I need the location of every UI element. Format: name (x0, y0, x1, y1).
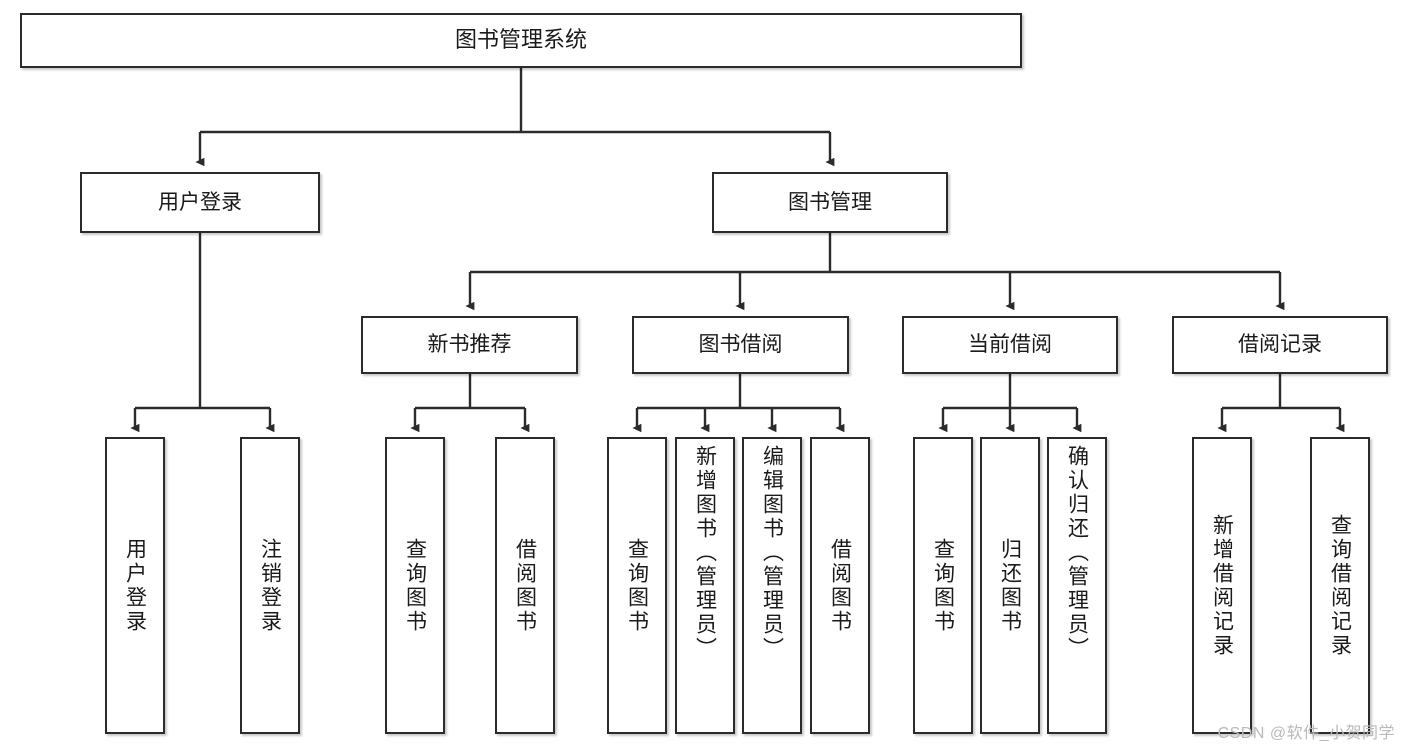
watermark: CSDN @软件_小贺同学 (1217, 725, 1395, 742)
node-label: 注销登录 (258, 537, 282, 634)
node-label: 当前借阅 (968, 333, 1052, 357)
node-label: 查询图书 (931, 537, 955, 634)
node-label: 查询借阅记录 (1328, 513, 1352, 658)
node-root-book-management-system[interactable]: 图书管理系统 (20, 13, 1022, 68)
node-current-borrow[interactable]: 当前借阅 (902, 316, 1118, 374)
node-leaf-borrow-book-recommend[interactable]: 借阅图书 (495, 437, 555, 734)
node-label: 新书推荐 (427, 333, 512, 357)
node-leaf-confirm-return-admin[interactable]: 确认归还（管理员） (1047, 437, 1107, 734)
node-leaf-query-book-current[interactable]: 查询图书 (913, 437, 973, 734)
node-leaf-return-book[interactable]: 归还图书 (980, 437, 1040, 734)
node-book-borrow[interactable]: 图书借阅 (632, 316, 849, 374)
node-leaf-user-login[interactable]: 用户登录 (105, 437, 165, 734)
node-label: 查询图书 (403, 537, 427, 634)
node-leaf-add-borrow-record[interactable]: 新增借阅记录 (1192, 437, 1252, 734)
node-leaf-add-book-admin[interactable]: 新增图书（管理员） (675, 437, 735, 734)
node-label: 查询图书 (625, 537, 649, 634)
node-leaf-query-book-borrow[interactable]: 查询图书 (607, 437, 667, 734)
node-label: 用户登录 (158, 190, 242, 214)
node-label: 新增借阅记录 (1210, 513, 1234, 658)
node-label: 借阅图书 (513, 537, 537, 634)
node-label: 编辑图书（管理员） (760, 445, 784, 661)
node-book-management[interactable]: 图书管理 (712, 172, 948, 233)
node-label: 用户登录 (123, 537, 147, 634)
node-user-login[interactable]: 用户登录 (80, 172, 320, 233)
node-label: 图书借阅 (698, 333, 783, 357)
node-label: 确认归还（管理员） (1065, 445, 1089, 661)
node-leaf-query-borrow-record[interactable]: 查询借阅记录 (1310, 437, 1370, 734)
node-leaf-borrow-book[interactable]: 借阅图书 (810, 437, 870, 734)
node-label: 借阅记录 (1238, 333, 1322, 357)
node-borrow-record[interactable]: 借阅记录 (1172, 316, 1388, 374)
node-label: 新增图书（管理员） (693, 445, 717, 661)
node-label: 图书管理 (788, 190, 872, 214)
node-label: 归还图书 (998, 537, 1022, 634)
node-new-book-recommend[interactable]: 新书推荐 (361, 316, 578, 374)
node-label: 图书管理系统 (454, 27, 587, 53)
node-label: 借阅图书 (828, 537, 852, 634)
node-leaf-edit-book-admin[interactable]: 编辑图书（管理员） (742, 437, 802, 734)
node-leaf-logout[interactable]: 注销登录 (240, 437, 300, 734)
node-leaf-query-book-recommend[interactable]: 查询图书 (385, 437, 445, 734)
